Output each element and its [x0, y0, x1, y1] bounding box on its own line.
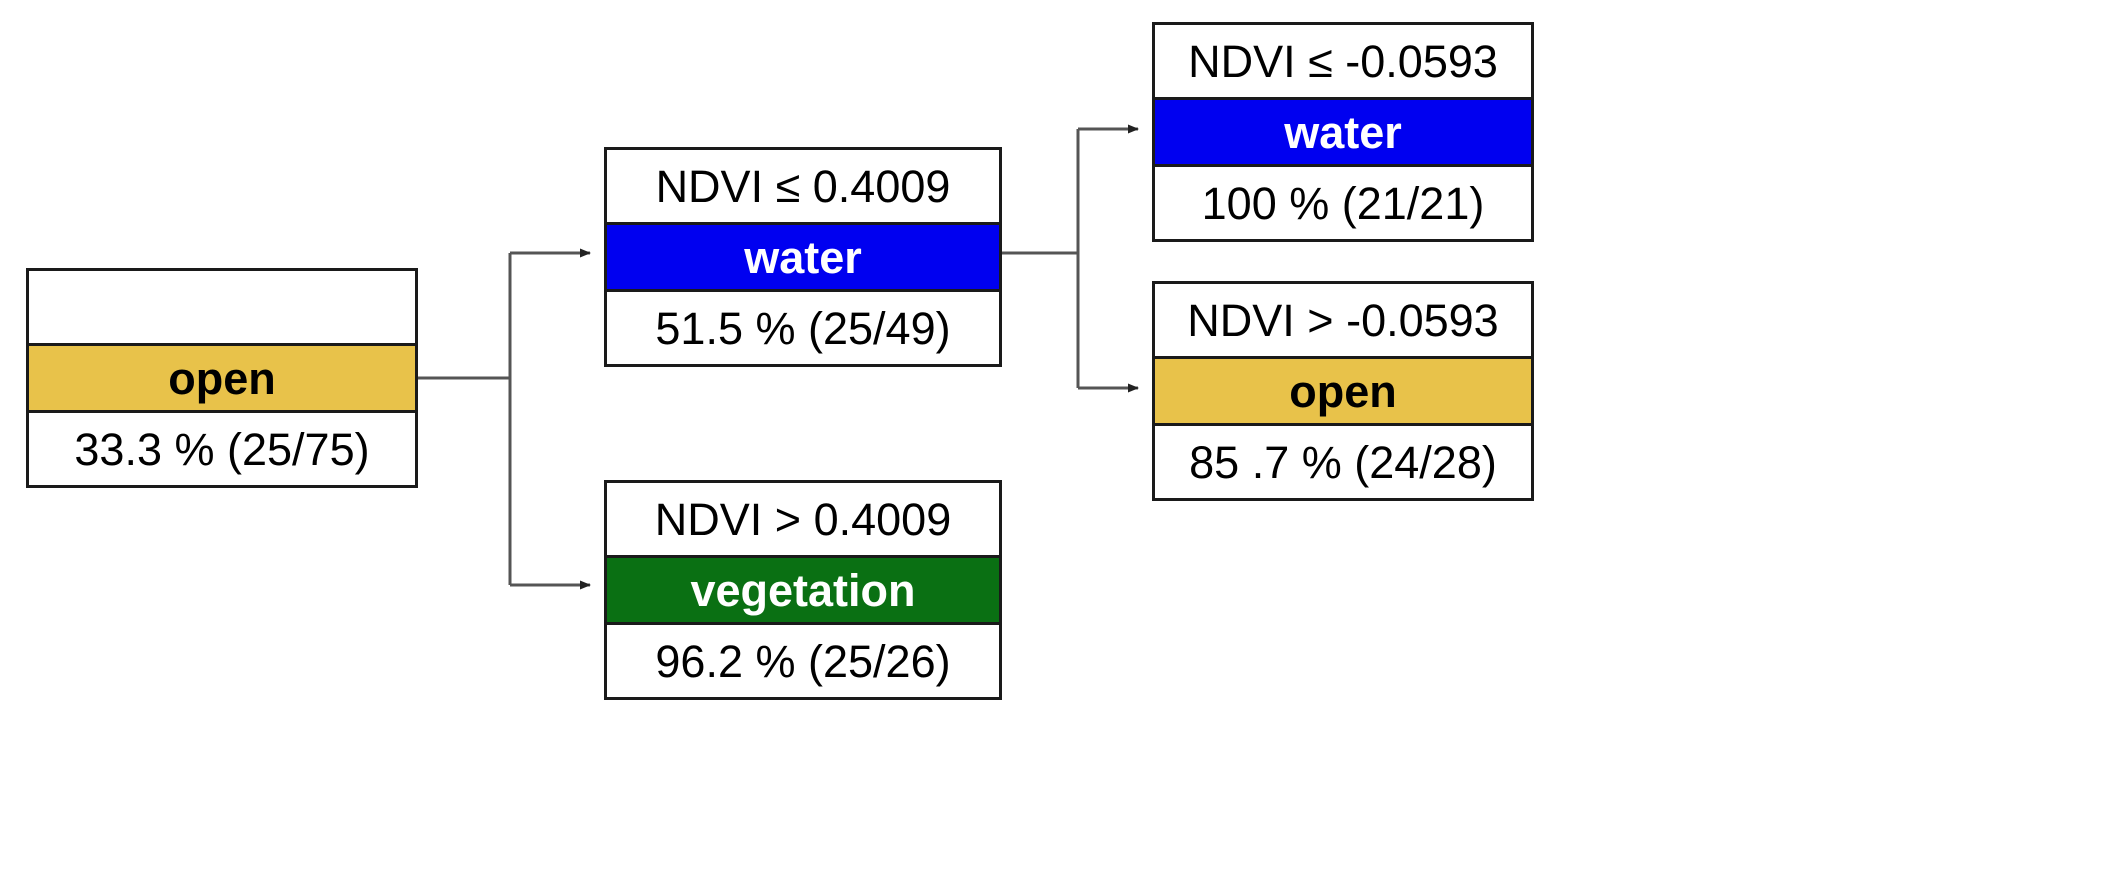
edge-root-to-children — [418, 248, 591, 590]
node-condition: NDVI ≤ -0.0593 — [1155, 25, 1531, 97]
tree-node-water-mid[interactable]: NDVI ≤ 0.4009 water 51.5 % (25/49) — [604, 147, 1002, 367]
node-class-label: vegetation — [607, 555, 999, 625]
node-condition: NDVI > -0.0593 — [1155, 284, 1531, 356]
tree-node-root[interactable]: open 33.3 % (25/75) — [26, 268, 418, 488]
tree-node-vegetation[interactable]: NDVI > 0.4009 vegetation 96.2 % (25/26) — [604, 480, 1002, 700]
node-class-label: water — [607, 222, 999, 292]
node-statistics: 51.5 % (25/49) — [607, 292, 999, 364]
node-statistics: 96.2 % (25/26) — [607, 625, 999, 697]
node-condition: NDVI ≤ 0.4009 — [607, 150, 999, 222]
node-condition: NDVI > 0.4009 — [607, 483, 999, 555]
node-statistics: 85 .7 % (24/28) — [1155, 426, 1531, 498]
tree-node-water-leaf[interactable]: NDVI ≤ -0.0593 water 100 % (21/21) — [1152, 22, 1534, 242]
node-class-label: water — [1155, 97, 1531, 167]
tree-node-open-leaf[interactable]: NDVI > -0.0593 open 85 .7 % (24/28) — [1152, 281, 1534, 501]
node-class-label: open — [1155, 356, 1531, 426]
node-statistics: 33.3 % (25/75) — [29, 413, 415, 485]
node-statistics: 100 % (21/21) — [1155, 167, 1531, 239]
node-condition — [29, 271, 415, 343]
node-class-label: open — [29, 343, 415, 413]
edge-water-to-children — [1002, 124, 1139, 393]
